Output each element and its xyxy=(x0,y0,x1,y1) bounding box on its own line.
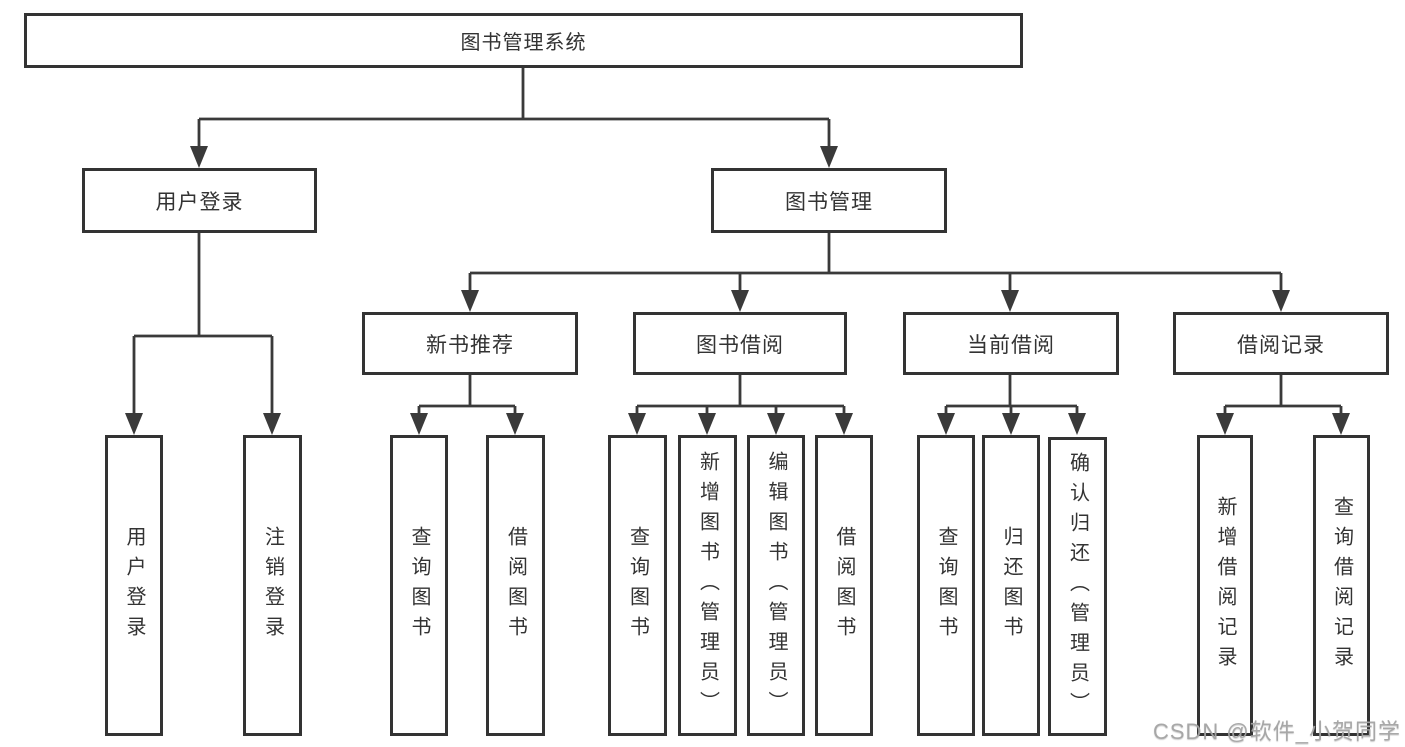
node-current-borrowing-label: 当前借阅 xyxy=(967,333,1055,357)
node-leaf-user-login-label: 用户登录 xyxy=(123,525,145,646)
node-leaf-borrow-edit-books-admin: 编辑图书（管理员） xyxy=(747,435,805,736)
node-leaf-borrow-query-books-label: 查询图书 xyxy=(626,525,649,646)
node-borrowing-records: 借阅记录 xyxy=(1173,312,1389,375)
node-leaf-records-query-record: 查询借阅记录 xyxy=(1313,435,1370,736)
node-leaf-current-return-books: 归还图书 xyxy=(982,435,1040,736)
connector-new-book-recommend-children xyxy=(410,375,524,435)
node-book-management-label: 图书管理 xyxy=(785,190,873,214)
node-leaf-current-return-books-label: 归还图书 xyxy=(1000,525,1022,646)
node-leaf-current-confirm-return-admin-label: 确认归还（管理员） xyxy=(1066,451,1089,722)
node-leaf-user-login: 用户登录 xyxy=(105,435,163,736)
node-leaf-borrow-add-books-admin: 新增图书（管理员） xyxy=(678,435,737,736)
node-leaf-newrec-borrow-books: 借阅图书 xyxy=(486,435,545,736)
node-leaf-borrow-borrow-books: 借阅图书 xyxy=(815,435,873,736)
node-book-borrowing-label: 图书借阅 xyxy=(696,333,784,357)
node-leaf-borrow-borrow-books-label: 借阅图书 xyxy=(833,525,855,646)
connector-user-login-children xyxy=(125,233,281,435)
node-user-login-label: 用户登录 xyxy=(155,190,244,214)
connector-current-borrowing-children xyxy=(937,375,1086,435)
node-leaf-records-add-record-label: 新增借阅记录 xyxy=(1214,495,1236,676)
node-leaf-records-query-record-label: 查询借阅记录 xyxy=(1330,495,1353,676)
node-leaf-borrow-query-books: 查询图书 xyxy=(608,435,667,736)
node-leaf-borrow-edit-books-admin-label: 编辑图书（管理员） xyxy=(765,450,787,721)
node-user-login: 用户登录 xyxy=(82,168,317,233)
node-leaf-newrec-borrow-books-label: 借阅图书 xyxy=(504,525,527,646)
node-leaf-logout-label: 注销登录 xyxy=(261,525,284,646)
connector-book-borrowing-children xyxy=(628,375,853,435)
connector-borrowing-records-children xyxy=(1216,375,1350,435)
node-leaf-newrec-query-books: 查询图书 xyxy=(390,435,448,736)
node-leaf-records-add-record: 新增借阅记录 xyxy=(1197,435,1253,736)
node-leaf-newrec-query-books-label: 查询图书 xyxy=(408,525,430,646)
node-book-management: 图书管理 xyxy=(711,168,947,233)
connector-book-mgmt-to-level3 xyxy=(461,233,1290,312)
node-book-borrowing: 图书借阅 xyxy=(633,312,847,375)
node-borrowing-records-label: 借阅记录 xyxy=(1237,333,1325,357)
node-leaf-current-query-books: 查询图书 xyxy=(917,435,975,736)
node-leaf-borrow-add-books-admin-label: 新增图书（管理员） xyxy=(696,450,719,721)
watermark: CSDN @软件_小贺同学 xyxy=(1152,719,1401,744)
node-leaf-logout: 注销登录 xyxy=(243,435,302,736)
node-leaf-current-query-books-label: 查询图书 xyxy=(935,525,957,646)
node-library-system: 图书管理系统 xyxy=(24,13,1023,68)
node-new-book-recommend-label: 新书推荐 xyxy=(426,333,514,357)
connector-root-to-level2 xyxy=(190,68,838,168)
node-leaf-current-confirm-return-admin: 确认归还（管理员） xyxy=(1048,437,1107,736)
node-new-book-recommend: 新书推荐 xyxy=(362,312,578,375)
node-library-system-label: 图书管理系统 xyxy=(460,32,587,54)
node-current-borrowing: 当前借阅 xyxy=(903,312,1119,375)
